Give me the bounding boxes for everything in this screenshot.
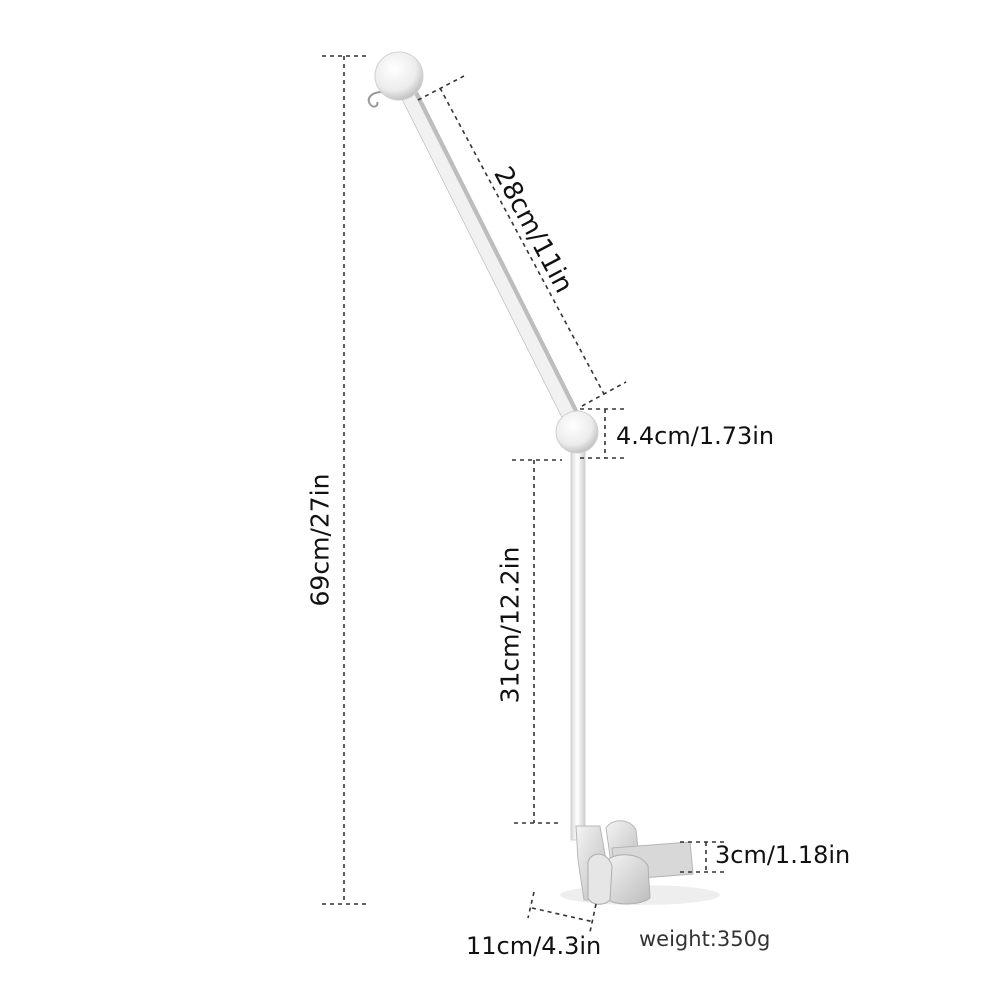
upper-arm <box>393 71 587 439</box>
dimension-lines <box>322 55 726 933</box>
base-width-line <box>531 907 595 923</box>
clamp-height-label: 3cm/1.18in <box>715 841 851 869</box>
weight-label: weight:350g <box>639 927 771 951</box>
lower-rod-label: 31cm/12.2in <box>495 546 525 704</box>
joint-ball-label: 4.4cm/1.73in <box>616 422 775 450</box>
arm-length-line <box>439 87 605 395</box>
base-width-label: 11cm/4.3in <box>466 932 602 960</box>
joint-ball <box>555 410 599 454</box>
clamp-base <box>560 820 720 905</box>
lower-rod <box>570 439 586 841</box>
total-height-label: 69cm/27in <box>305 473 335 607</box>
top-ball <box>367 51 424 108</box>
